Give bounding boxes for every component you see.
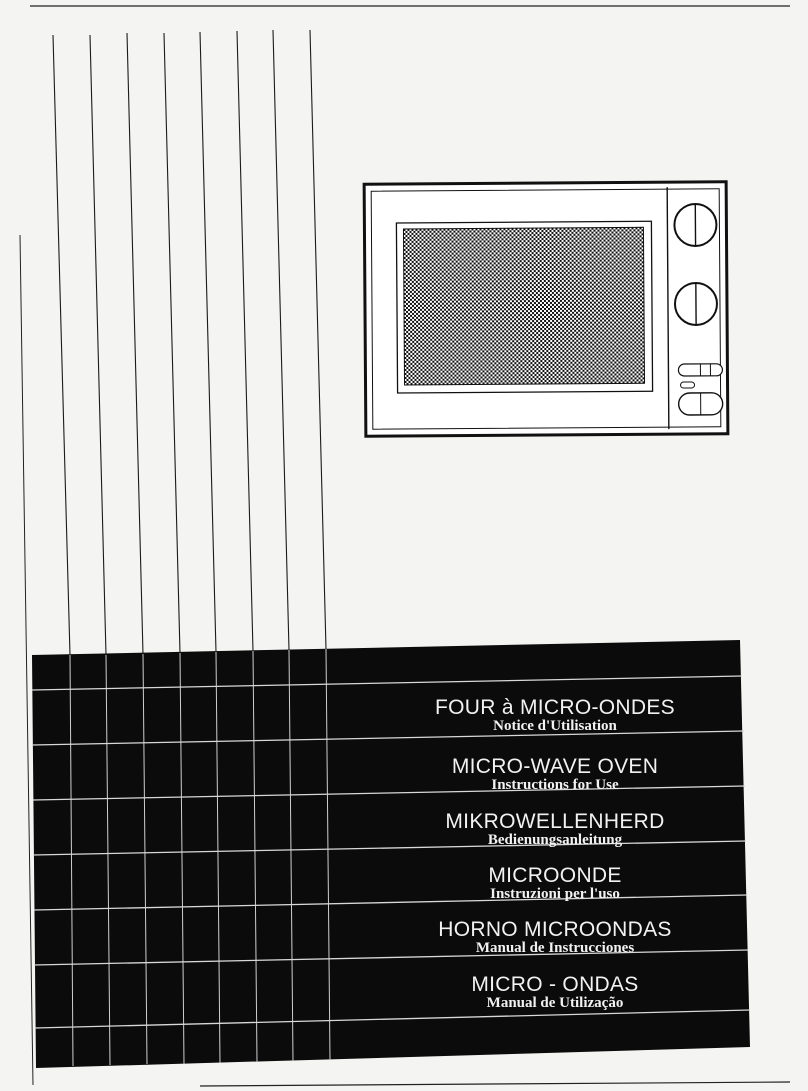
subtitle-pt: Manual de Utilização [486, 995, 624, 1011]
oven-window [402, 226, 646, 386]
title-en: MICRO-WAVE OVEN [451, 755, 659, 778]
subtitle-en: Instructions for Use [491, 777, 619, 793]
panel-vertical-stripes [69, 648, 331, 1067]
language-band-es: HORNO MICROONDAS Manual de Instrucciones [30, 913, 740, 963]
door-release-button-icon [680, 381, 696, 389]
language-band-pt: MICRO - ONDAS Manual de Utilização [30, 968, 740, 1018]
subtitle-fr: Notice d'Utilisation [493, 718, 617, 734]
left-edge-line [19, 234, 34, 1086]
microwave-oven-illustration [362, 180, 730, 438]
power-dial-icon [673, 281, 718, 326]
control-panel-divider [666, 187, 670, 430]
oven-inner-frame [370, 188, 722, 430]
title-it: MICROONDE [488, 864, 622, 887]
language-band-en: MICRO-WAVE OVEN Instructions for Use [30, 750, 740, 800]
subtitle-de: Bedienungsanleitung [487, 832, 623, 848]
language-band-it: MICROONDE Instruzioni per l'uso [30, 859, 740, 909]
subtitle-it: Instruzioni per l'uso [490, 886, 620, 902]
timer-dial-icon [673, 202, 718, 247]
panel-horizontal-separators [31, 675, 751, 1029]
title-pt: MICRO - ONDAS [471, 973, 639, 996]
language-band-fr: FOUR à MICRO-ONDES Notice d'Utilisation [30, 691, 740, 741]
oven-door [395, 220, 654, 394]
subtitle-es: Manual de Instrucciones [475, 940, 635, 956]
vertical-stripes [52, 29, 327, 656]
title-fr: FOUR à MICRO-ONDES [435, 696, 675, 719]
language-band-de: MIKROWELLENHERD Bedienungsanleitung [30, 805, 740, 855]
title-de: MIKROWELLENHERD [445, 810, 665, 833]
title-es: HORNO MICROONDAS [438, 918, 672, 941]
bottom-border-line [199, 1081, 791, 1087]
